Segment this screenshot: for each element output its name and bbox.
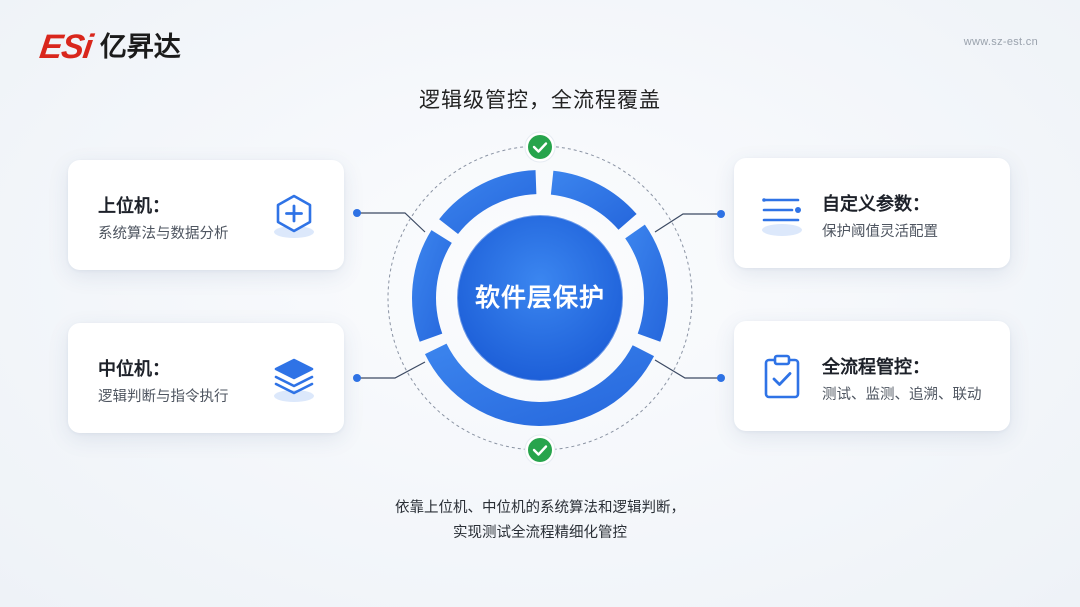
page-title: 逻辑级管控，全流程覆盖 xyxy=(419,88,661,112)
core-circle xyxy=(457,215,623,381)
card-desc: 系统算法与数据分析 xyxy=(98,226,229,242)
card-upper-computer: 上位机： 系统算法与数据分析 xyxy=(68,160,344,270)
ring-segment-left xyxy=(412,230,452,342)
check-badge-top xyxy=(524,131,556,163)
caption-line-1: 依靠上位机、中位机的系统算法和逻辑判断， xyxy=(395,500,685,516)
card-desc: 测试、监测、追溯、联动 xyxy=(822,387,982,403)
core-label: 软件层保护 xyxy=(474,283,605,312)
ring-segment-bottom xyxy=(424,343,655,426)
website-url: www.sz-est.cn xyxy=(963,36,1038,48)
shield-plus-icon xyxy=(274,194,314,238)
check-icon xyxy=(532,445,548,456)
connector-bottom-right xyxy=(654,359,721,379)
brand-logo: ESi 亿昇达 xyxy=(37,28,181,66)
connector-dots xyxy=(353,209,725,382)
connector-top-right xyxy=(654,213,721,233)
ring-segment-top-left xyxy=(439,170,537,234)
card-full-process-control: 全流程管控： 测试、监测、追溯、联动 xyxy=(734,321,1010,431)
connector-lines xyxy=(357,212,721,379)
card-title: 自定义参数： xyxy=(822,194,930,215)
list-settings-icon xyxy=(762,198,802,236)
brand-name: 亿昇达 xyxy=(99,31,181,63)
connector-bottom-left xyxy=(357,361,426,379)
card-desc: 逻辑判断与指令执行 xyxy=(98,389,229,405)
caption-line-2: 实现测试全流程精细化管控 xyxy=(453,525,627,541)
ring-segments xyxy=(412,170,668,426)
ring-segment-top-right xyxy=(550,170,637,230)
connector-top-left xyxy=(357,212,426,233)
card-desc: 保护阈值灵活配置 xyxy=(822,224,938,240)
card-title: 全流程管控： xyxy=(822,357,930,378)
check-icon xyxy=(532,142,548,153)
card-custom-params: 自定义参数： 保护阈值灵活配置 xyxy=(734,158,1010,268)
layers-icon xyxy=(274,358,314,402)
card-title: 上位机： xyxy=(98,196,170,217)
card-middle-computer: 中位机： 逻辑判断与指令执行 xyxy=(68,323,344,433)
clipboard-check-icon xyxy=(764,354,800,399)
check-badge-bottom xyxy=(524,434,556,466)
ring-segment-right xyxy=(625,224,668,342)
card-title: 中位机： xyxy=(98,359,170,380)
